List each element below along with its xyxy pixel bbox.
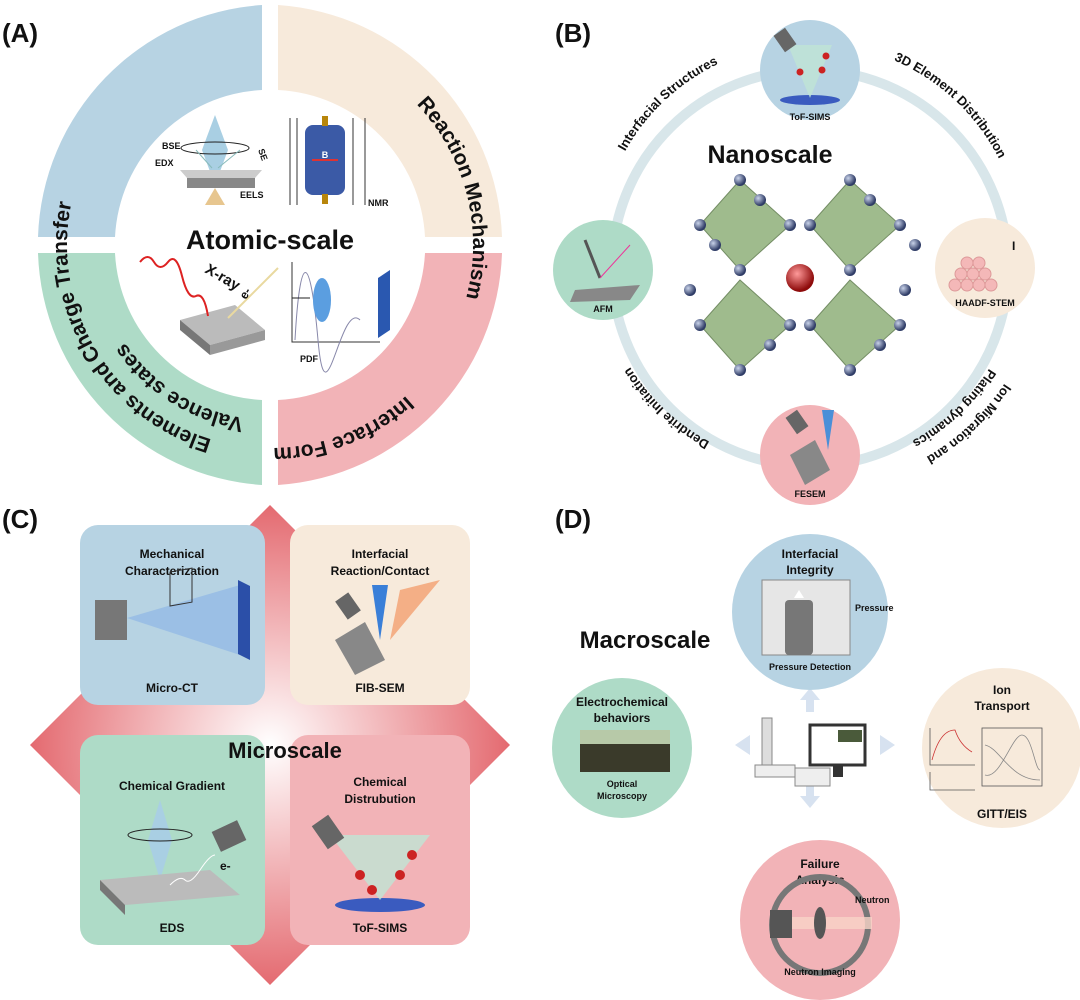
sem-illustration — [180, 115, 262, 205]
nmr-illustration — [289, 116, 366, 205]
circle-method: Microscopy — [597, 791, 647, 801]
panel-d-title: Macroscale — [580, 627, 711, 654]
label-bse: BSE — [162, 141, 181, 151]
micro-ct-illustration — [95, 567, 250, 660]
box-title: Chemical Gradient — [119, 779, 225, 793]
node-label-tof-sims: ToF-SIMS — [790, 112, 831, 122]
circle-title: Failure — [800, 857, 840, 871]
segment-reaction-mechanism — [278, 5, 502, 237]
box-method: FIB-SEM — [355, 681, 404, 695]
label-b: B — [322, 150, 329, 160]
segment-charge-transfer — [38, 5, 262, 237]
node-label-afm: AFM — [593, 304, 613, 314]
circle-method: Optical — [607, 779, 638, 789]
svg-text:3D Element Distribution: 3D Element Distribution — [892, 49, 1009, 160]
microscope-workstation-illustration — [754, 717, 867, 787]
fib-sem-illustration — [335, 580, 440, 675]
circle-title: Electrochemical — [576, 695, 668, 709]
circle-title: Ion — [993, 683, 1011, 697]
box-title: Mechanical — [140, 547, 205, 561]
panel-d-label: (D) — [555, 504, 591, 534]
label-pdf: PDF — [300, 354, 319, 364]
panel-d: (D) Macroscale Interfacial Integrity Pre… — [552, 504, 1080, 1000]
label-nmr: NMR — [368, 198, 389, 208]
label-electron: e- — [220, 859, 231, 873]
circle-title: Interfacial — [782, 547, 839, 561]
svg-text:Dendrite Initiation: Dendrite Initiation — [620, 365, 711, 452]
node-tof-sims — [760, 20, 860, 120]
node-fesem — [760, 405, 860, 505]
panel-c-title: Microscale — [228, 738, 342, 763]
pressure-cell-illustration — [761, 579, 851, 656]
box-title: Interfacial — [352, 547, 409, 561]
gitt-eis-plots — [929, 727, 1043, 791]
circle-method: Pressure Detection — [769, 662, 851, 672]
box-title: Characterization — [125, 564, 219, 578]
circle-method: Neutron Imaging — [784, 967, 856, 977]
panel-c: (C) Mechanical Characterization Micro-CT… — [2, 504, 510, 985]
arc-label-3d-element-distribution: 3D Element Distribution — [892, 49, 1009, 160]
panel-b-label: (B) — [555, 18, 591, 48]
perovskite-structure-illustration — [684, 174, 921, 376]
node-afm — [553, 220, 653, 320]
box-title: Chemical — [353, 775, 406, 789]
box-method: ToF-SIMS — [353, 921, 407, 935]
neutron-imaging-illustration — [769, 874, 872, 976]
circle-title: behaviors — [594, 711, 651, 725]
circle-method: GITT/EIS — [977, 807, 1027, 821]
label-se: SE — [256, 147, 270, 162]
label-edx: EDX — [155, 158, 174, 168]
circle-ion-transport — [922, 668, 1080, 828]
circle-title: Integrity — [786, 563, 834, 577]
box-title: Reaction/Contact — [331, 564, 430, 578]
panel-a-title: Atomic-scale — [186, 225, 354, 255]
panel-c-label: (C) — [2, 504, 38, 534]
segment-interface-formation — [278, 253, 502, 485]
box-method: Micro-CT — [146, 681, 199, 695]
arrows — [735, 688, 895, 808]
pdf-illustration — [291, 262, 390, 373]
label-eels: EELS — [240, 190, 264, 200]
box-title: Distrubution — [344, 792, 415, 806]
segment-elements-valence — [38, 253, 262, 485]
xps-illustration — [139, 256, 279, 355]
panel-b: (B) Interfacial Structures 3D Element Di… — [553, 18, 1035, 505]
node-haadf-stem — [935, 218, 1035, 318]
panel-b-title: Nanoscale — [707, 141, 832, 169]
arc-label-dendrite-initiation: Dendrite Initiation — [620, 365, 711, 452]
tof-sims-illustration — [311, 814, 430, 912]
node-label-haadf-stem: HAADF-STEM — [955, 298, 1015, 308]
box-method: EDS — [160, 921, 185, 935]
label-pressure: Pressure — [855, 603, 894, 613]
panel-a: (A) Charge Transfer Reaction Mechanism E… — [0, 0, 502, 485]
node-label-fesem: FESEM — [794, 489, 825, 499]
panel-a-label: (A) — [2, 18, 38, 48]
label-x-ray: X-ray — [202, 261, 244, 295]
circle-title: Transport — [974, 699, 1029, 713]
eds-illustration — [100, 800, 247, 915]
node-label-i: I — [1012, 239, 1015, 253]
label-neutron: Neutron — [855, 895, 890, 905]
label-electron: e- — [236, 285, 253, 301]
